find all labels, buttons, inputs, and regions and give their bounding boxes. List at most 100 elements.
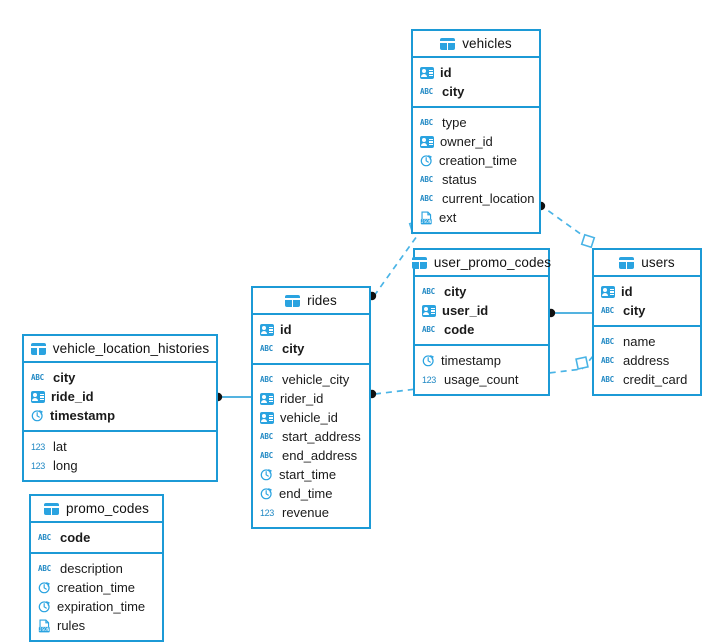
abc-string-icon: ABC	[601, 355, 614, 365]
field-name: lat	[53, 439, 67, 454]
table-grid-icon	[619, 256, 635, 269]
field-name: expiration_time	[57, 599, 146, 614]
field-name: start_address	[282, 429, 361, 444]
field-name: start_time	[279, 467, 337, 482]
field-name: revenue	[282, 505, 329, 520]
field-name: city	[282, 341, 305, 356]
key-field-row[interactable]: id	[594, 282, 700, 301]
svg-text:JSON: JSON	[421, 219, 432, 224]
key-field-row[interactable]: timestamp	[24, 406, 216, 425]
table-header-users[interactable]: users	[594, 250, 700, 277]
field-name: timestamp	[441, 353, 501, 368]
abc-string-icon: ABC	[420, 193, 433, 203]
field-name: user_id	[442, 303, 489, 318]
field-name: owner_id	[440, 134, 493, 149]
field-row[interactable]: start_time	[253, 465, 369, 484]
id-card-icon	[420, 135, 434, 148]
abc-string-icon: ABC	[420, 86, 433, 96]
key-field-row[interactable]: ABC city	[415, 282, 548, 301]
relationship-vlh-rides	[213, 392, 251, 402]
table-header-vehicle_location_histories[interactable]: vehicle_location_histories	[24, 336, 216, 363]
field-name: status	[442, 172, 477, 187]
key-field-row[interactable]: ride_id	[24, 387, 216, 406]
field-row[interactable]: creation_time	[413, 151, 539, 170]
svg-text:JSON: JSON	[39, 627, 50, 632]
key-field-row[interactable]: id	[253, 320, 369, 339]
field-row[interactable]: expiration_time	[31, 597, 162, 616]
field-row[interactable]: rider_id	[253, 389, 369, 408]
abc-string-icon: ABC	[601, 336, 614, 346]
field-row[interactable]: vehicle_id	[253, 408, 369, 427]
field-name: creation_time	[57, 580, 136, 595]
key-field-row[interactable]: user_id	[415, 301, 548, 320]
field-row[interactable]: ABC start_address	[253, 427, 369, 446]
table-title: rides	[307, 293, 337, 308]
clock-timestamp-icon	[422, 354, 435, 367]
field-row[interactable]: creation_time	[31, 578, 162, 597]
abc-string-icon: ABC	[260, 431, 273, 441]
field-row[interactable]: timestamp	[415, 351, 548, 370]
123-number-icon: 123	[31, 441, 45, 452]
field-name: rules	[57, 618, 86, 633]
table-title: users	[641, 255, 675, 270]
clock-timestamp-icon	[38, 581, 51, 594]
123-number-icon: 123	[422, 374, 436, 385]
abc-string-icon: ABC	[420, 117, 433, 127]
table-title: promo_codes	[66, 501, 149, 516]
field-row[interactable]: end_time	[253, 484, 369, 503]
relationship-users-vehicles	[536, 201, 596, 249]
clock-timestamp-icon	[31, 409, 44, 422]
field-name: vehicle_city	[282, 372, 350, 387]
field-row[interactable]: owner_id	[413, 132, 539, 151]
abc-string-icon: ABC	[601, 374, 614, 384]
table-header-user_promo_codes[interactable]: user_promo_codes	[411, 250, 551, 277]
abc-string-icon: ABC	[422, 286, 435, 296]
table-grid-icon	[411, 256, 427, 269]
abc-string-icon: ABC	[420, 174, 433, 184]
123-number-icon: 123	[31, 460, 45, 471]
table-grid-icon	[440, 37, 456, 50]
abc-string-icon: ABC	[31, 372, 44, 382]
table-header-vehicles[interactable]: vehicles	[413, 31, 539, 58]
table-header-rides[interactable]: rides	[253, 288, 369, 315]
table-header-promo_codes[interactable]: promo_codes	[31, 496, 162, 523]
key-field-row[interactable]: id	[413, 63, 539, 82]
field-name: city	[444, 284, 467, 299]
id-card-icon	[260, 392, 274, 405]
abc-string-icon: ABC	[260, 450, 273, 460]
field-name: creation_time	[439, 153, 518, 168]
field-row[interactable]: JSON rules	[31, 616, 162, 635]
field-row[interactable]: ABC status	[413, 170, 539, 189]
field-row[interactable]: 123 lat	[24, 437, 216, 456]
